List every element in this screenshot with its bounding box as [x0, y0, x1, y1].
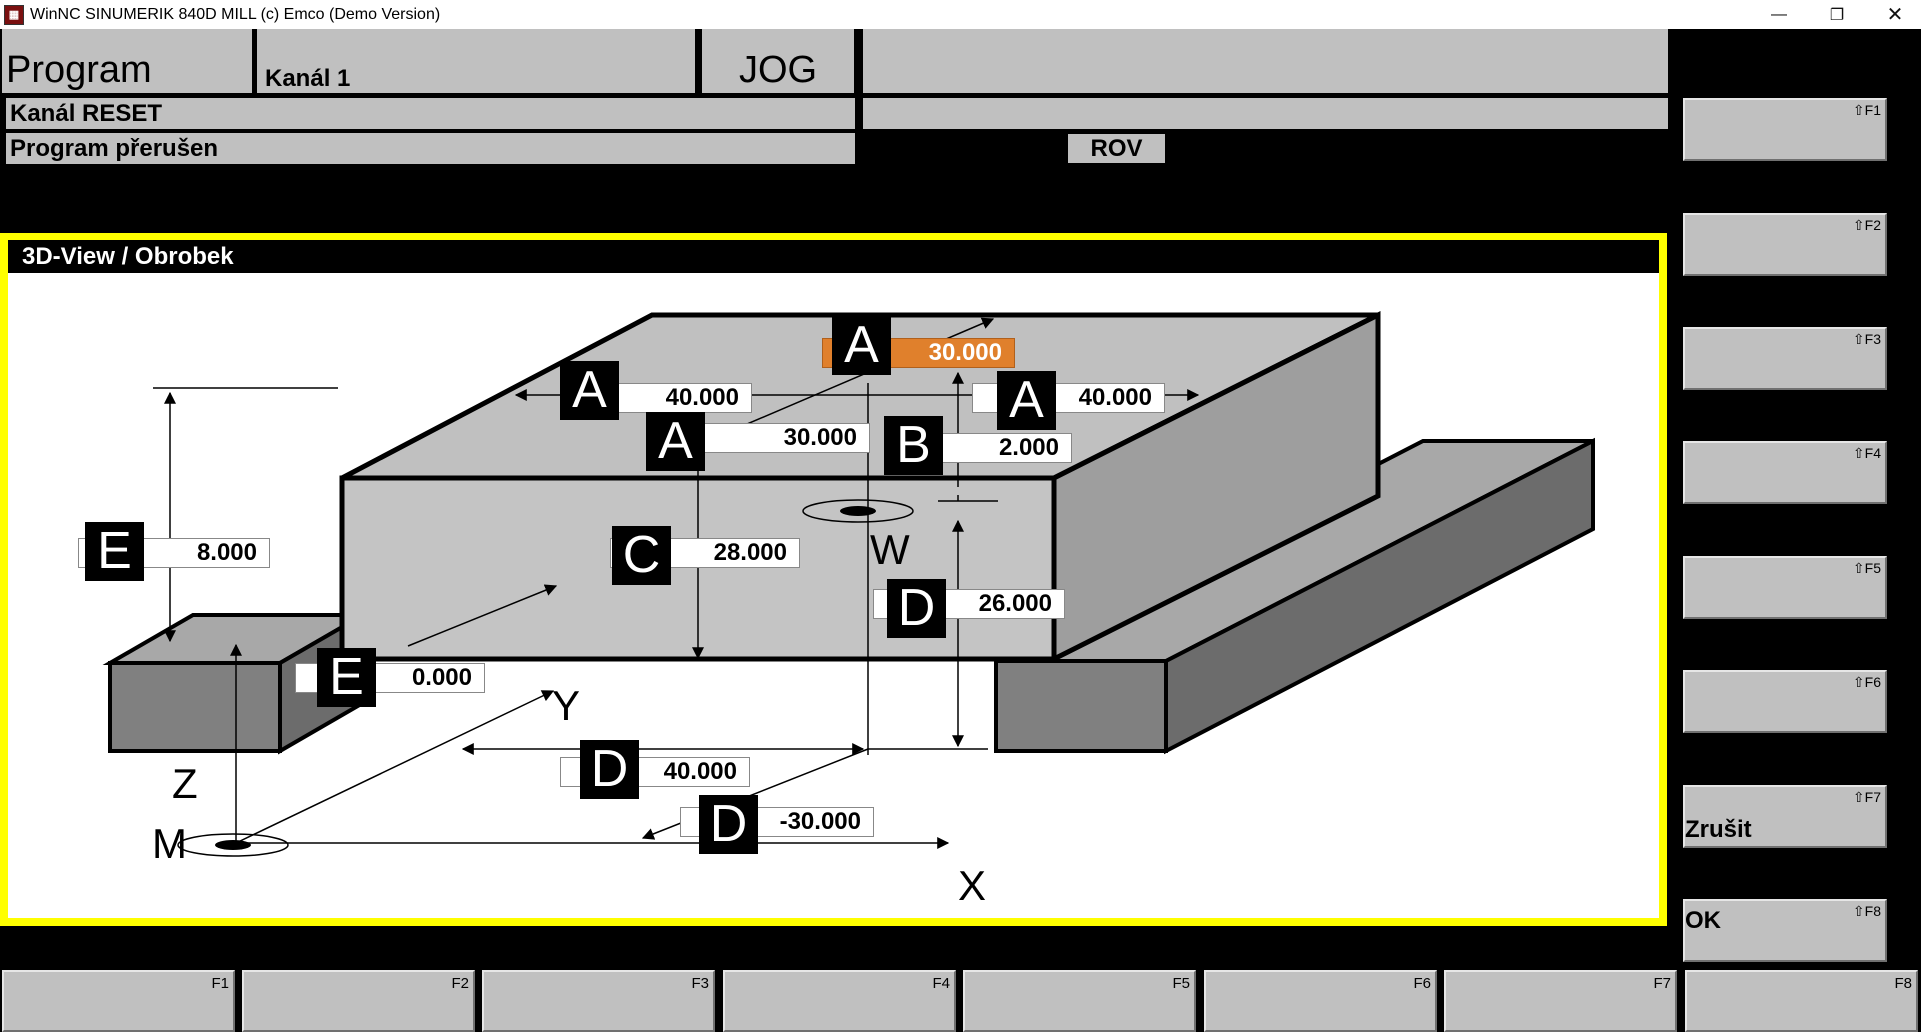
d-x-badge: D	[580, 740, 639, 799]
softkey-shift-f6[interactable]: ⇧F6	[1683, 670, 1887, 733]
softkey-f1[interactable]: F1	[2, 970, 235, 1032]
a-depth-badge: A	[832, 316, 891, 375]
softkey-shift-f5[interactable]: ⇧F5	[1683, 556, 1887, 619]
channel-status: Kanál RESET	[6, 98, 855, 129]
d-y-badge: D	[699, 795, 758, 854]
softkey-shift-f2[interactable]: ⇧F2	[1683, 213, 1887, 276]
softkey-f4[interactable]: F4	[723, 970, 956, 1032]
softkey-f7[interactable]: F7	[1444, 970, 1677, 1032]
softkey-fkey-label: F1	[211, 975, 229, 992]
softkey-fkey-label: ⇧F5	[1852, 560, 1881, 576]
rov-indicator: ROV	[1068, 134, 1165, 163]
program-status: Program přerušen	[6, 133, 855, 164]
axis-label-z: Z	[172, 760, 198, 807]
softkey-f2[interactable]: F2	[242, 970, 475, 1032]
softkey-fkey-label: F4	[932, 975, 950, 992]
header-empty-panel	[863, 29, 1668, 93]
close-icon[interactable]: ✕	[1886, 4, 1904, 26]
softkey-fkey-label: F7	[1653, 975, 1671, 992]
softkey-fkey-label: ⇧F4	[1852, 445, 1881, 461]
workpiece-drawing	[102, 310, 1595, 857]
c-height-badge: C	[612, 526, 671, 585]
softkey-fkey-label: F8	[1894, 975, 1912, 992]
e-height-badge: E	[85, 522, 144, 581]
alarm-line	[863, 98, 1668, 129]
restore-icon[interactable]: ❐	[1829, 6, 1845, 24]
app-icon: ▦	[4, 4, 24, 25]
softkey-f8[interactable]: F8	[1685, 970, 1918, 1032]
a-left-length-badge: A	[560, 361, 619, 420]
softkey-cancel[interactable]: ⇧F7 Zrušit	[1683, 785, 1887, 848]
title-bar: ▦ WinNC SINUMERIK 840D MILL (c) Emco (De…	[0, 0, 1921, 29]
softkey-fkey-label: F3	[691, 975, 709, 992]
axis-label-m: M	[152, 820, 187, 867]
softkey-fkey-label: ⇧F3	[1852, 331, 1881, 347]
softkey-label: OK	[1685, 907, 1721, 934]
softkey-fkey-label: ⇧F6	[1852, 674, 1881, 690]
softkey-shift-f3[interactable]: ⇧F3	[1683, 327, 1887, 390]
softkey-f3[interactable]: F3	[482, 970, 715, 1032]
softkey-ok[interactable]: ⇧F8 OK	[1683, 899, 1887, 962]
d-height-badge: D	[887, 579, 946, 638]
softkey-fkey-label: F2	[451, 975, 469, 992]
softkey-fkey-label: F5	[1172, 975, 1190, 992]
softkey-label: Zrušit	[1685, 816, 1752, 843]
area-label: Program	[2, 29, 252, 93]
view-title: 3D-View / Obrobek	[8, 240, 1659, 273]
a-right-length-badge: A	[997, 371, 1056, 430]
axis-label-w: W	[870, 526, 910, 573]
softkey-f6[interactable]: F6	[1204, 970, 1437, 1032]
axis-label-x: X	[958, 862, 987, 909]
softkey-fkey-label: ⇧F1	[1852, 102, 1881, 118]
channel-label: Kanál 1	[257, 29, 695, 93]
minimize-icon[interactable]: —	[1771, 5, 1787, 23]
softkey-shift-f1[interactable]: ⇧F1	[1683, 98, 1887, 161]
softkey-fkey-label: ⇧F2	[1852, 217, 1881, 233]
softkey-fkey-label: ⇧F7	[1852, 789, 1881, 805]
softkey-shift-f4[interactable]: ⇧F4	[1683, 441, 1887, 504]
mode-label: JOG	[702, 29, 854, 93]
b-height-badge: B	[884, 416, 943, 475]
a-width-badge: A	[646, 412, 705, 471]
a-left-length-field[interactable]: 40.000	[610, 383, 752, 413]
axis-label-y: Y	[552, 682, 581, 729]
softkey-f5[interactable]: F5	[963, 970, 1196, 1032]
e-offset-badge: E	[317, 648, 376, 707]
window-title: WinNC SINUMERIK 840D MILL (c) Emco (Demo…	[30, 5, 441, 23]
softkey-fkey-label: ⇧F8	[1852, 903, 1881, 919]
a-width-field[interactable]: 30.000	[655, 423, 870, 453]
softkey-fkey-label: F6	[1413, 975, 1431, 992]
workpiece-3d-view	[8, 273, 1659, 918]
